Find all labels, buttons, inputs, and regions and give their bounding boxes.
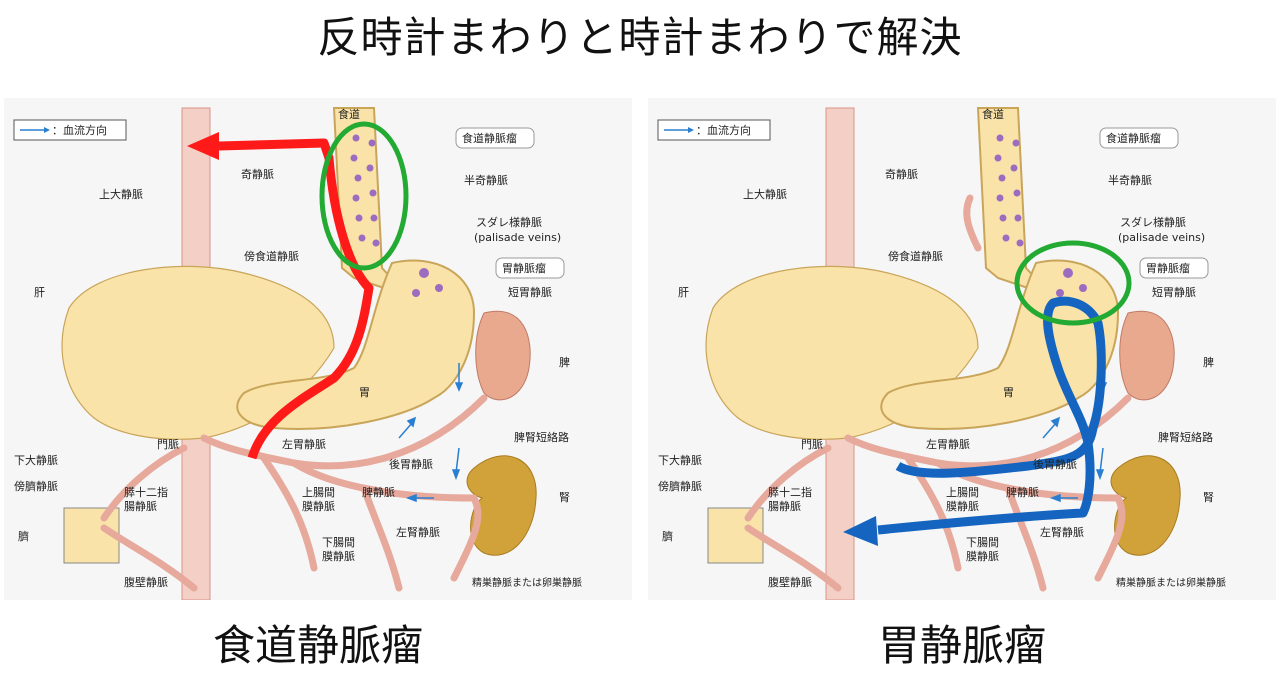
label-imv-2: 膜静脈 [322, 549, 355, 563]
vein-network [100, 394, 488, 592]
label-pancreaticoduodenal-2: 腸静脈 [124, 499, 157, 513]
label-posterior-gastric: 後胃静脈 [1033, 457, 1077, 471]
label-palisade: スダレ様静脈 [476, 215, 542, 229]
label-esophagus: 食道 [338, 107, 360, 121]
label-hemiazygos: 半奇静脈 [1108, 173, 1152, 187]
blue-flow-path [877, 296, 1106, 535]
label-gastric-varix: 胃静脈瘤 [502, 261, 546, 275]
label-left-gastric: 左胃静脈 [282, 437, 326, 451]
label-splenorenal: 脾腎短絡路 [1158, 430, 1213, 444]
label-smv-1: 上腸間 [302, 486, 335, 499]
label-imv-1: 下腸間 [322, 536, 355, 549]
label-stomach: 胃 [359, 386, 370, 399]
legend-label: ：血流方向 [696, 123, 751, 137]
label-splenic: 脾静脈 [1006, 485, 1039, 499]
label-paraumbilical: 傍臍静脈 [658, 479, 702, 493]
label-svc: 上大静脈 [743, 187, 787, 201]
label-palisade: スダレ様静脈 [1120, 215, 1186, 229]
spleen-shape [1119, 310, 1175, 401]
label-gastric-varix: 胃静脈瘤 [1146, 261, 1190, 275]
label-kidney: 腎 [1203, 491, 1214, 504]
label-imv-1: 下腸間 [966, 536, 999, 549]
anatomy-diagram-right: ：血流方向 [657, 107, 1226, 600]
label-esophagus: 食道 [982, 107, 1004, 121]
label-ivc: 下大静脈 [14, 453, 58, 467]
label-gonadal: 精巣静脈または卵巣静脈 [1116, 576, 1226, 589]
label-svc: 上大静脈 [99, 187, 143, 201]
label-smv-1: 上腸間 [946, 486, 979, 499]
label-paraumbilical: 傍臍静脈 [14, 479, 58, 493]
esophageal-varix-beads [994, 134, 1024, 247]
spleen-shape [475, 310, 531, 401]
legend: ：血流方向 [13, 119, 127, 141]
label-left-renal: 左腎静脈 [396, 525, 440, 539]
label-kidney: 腎 [559, 491, 570, 504]
label-abdominal-wall: 腹壁静脈 [124, 575, 168, 589]
label-gonadal: 精巣静脈または卵巣静脈 [472, 576, 582, 589]
label-pancreaticoduodenal-2: 腸静脈 [768, 499, 801, 513]
label-stomach: 胃 [1003, 386, 1014, 399]
red-flow-path [218, 138, 374, 460]
label-posterior-gastric: 後胃静脈 [389, 457, 433, 471]
label-portal: 門脈 [801, 437, 823, 451]
esophageal-varix-beads [350, 134, 380, 247]
label-esophageal-varix: 食道静脈瘤 [1106, 131, 1161, 145]
label-left-gastric: 左胃静脈 [926, 437, 970, 451]
red-arrowhead [187, 132, 219, 160]
legend-label: ：血流方向 [52, 123, 107, 137]
green-highlight-circle [1014, 240, 1132, 326]
stomach-shape [236, 259, 476, 430]
gastric-varix-beads [1056, 268, 1087, 297]
label-splenic: 脾静脈 [362, 485, 395, 499]
caption-right: 胃静脈瘤 [877, 621, 1046, 670]
legend: ：血流方向 [657, 119, 771, 141]
label-abdominal-wall: 腹壁静脈 [768, 575, 812, 589]
label-azygos: 奇静脈 [241, 167, 274, 181]
diagram-panel-right: ：血流方向 [648, 98, 1276, 600]
label-para-esophageal: 傍食道静脈 [244, 249, 299, 263]
label-umbilicus: 臍 [662, 530, 673, 543]
label-hemiazygos: 半奇静脈 [464, 173, 508, 187]
label-azygos: 奇静脈 [885, 167, 918, 181]
label-spleen: 脾 [1203, 355, 1214, 369]
label-pancreaticoduodenal-1: 膵十二指 [768, 485, 812, 499]
label-spleen: 脾 [559, 355, 570, 369]
label-smv-2: 膜静脈 [302, 499, 335, 513]
label-portal: 門脈 [157, 437, 179, 451]
label-short-gastric: 短胃静脈 [508, 285, 552, 299]
label-pancreaticoduodenal-1: 膵十二指 [124, 485, 168, 499]
label-esophageal-varix: 食道静脈瘤 [462, 131, 517, 145]
blue-arrowhead [843, 516, 878, 546]
green-highlight-circle [319, 121, 409, 271]
diagram-panel-left: ：血流方向 [4, 98, 632, 600]
label-palisade-en: (palisade veins) [474, 231, 561, 244]
anatomy-diagram-left: ：血流方向 [13, 107, 582, 600]
label-ivc: 下大静脈 [658, 453, 702, 467]
label-short-gastric: 短胃静脈 [1152, 285, 1196, 299]
label-imv-2: 膜静脈 [966, 549, 999, 563]
label-liver: 肝 [34, 286, 45, 299]
page-title: 反時計まわりと時計まわりで解決 [317, 13, 963, 62]
gastric-varix-beads [412, 268, 443, 297]
caption-left: 食道静脈瘤 [212, 621, 423, 670]
label-left-renal: 左腎静脈 [1040, 525, 1084, 539]
esophagus-shape [976, 107, 1042, 290]
label-splenorenal: 脾腎短絡路 [514, 430, 569, 444]
label-para-esophageal: 傍食道静脈 [888, 249, 943, 263]
flow-arrows [398, 363, 464, 503]
label-liver: 肝 [678, 286, 689, 299]
label-palisade-en: (palisade veins) [1118, 231, 1205, 244]
label-smv-2: 膜静脈 [946, 499, 979, 513]
label-umbilicus: 臍 [18, 530, 29, 543]
